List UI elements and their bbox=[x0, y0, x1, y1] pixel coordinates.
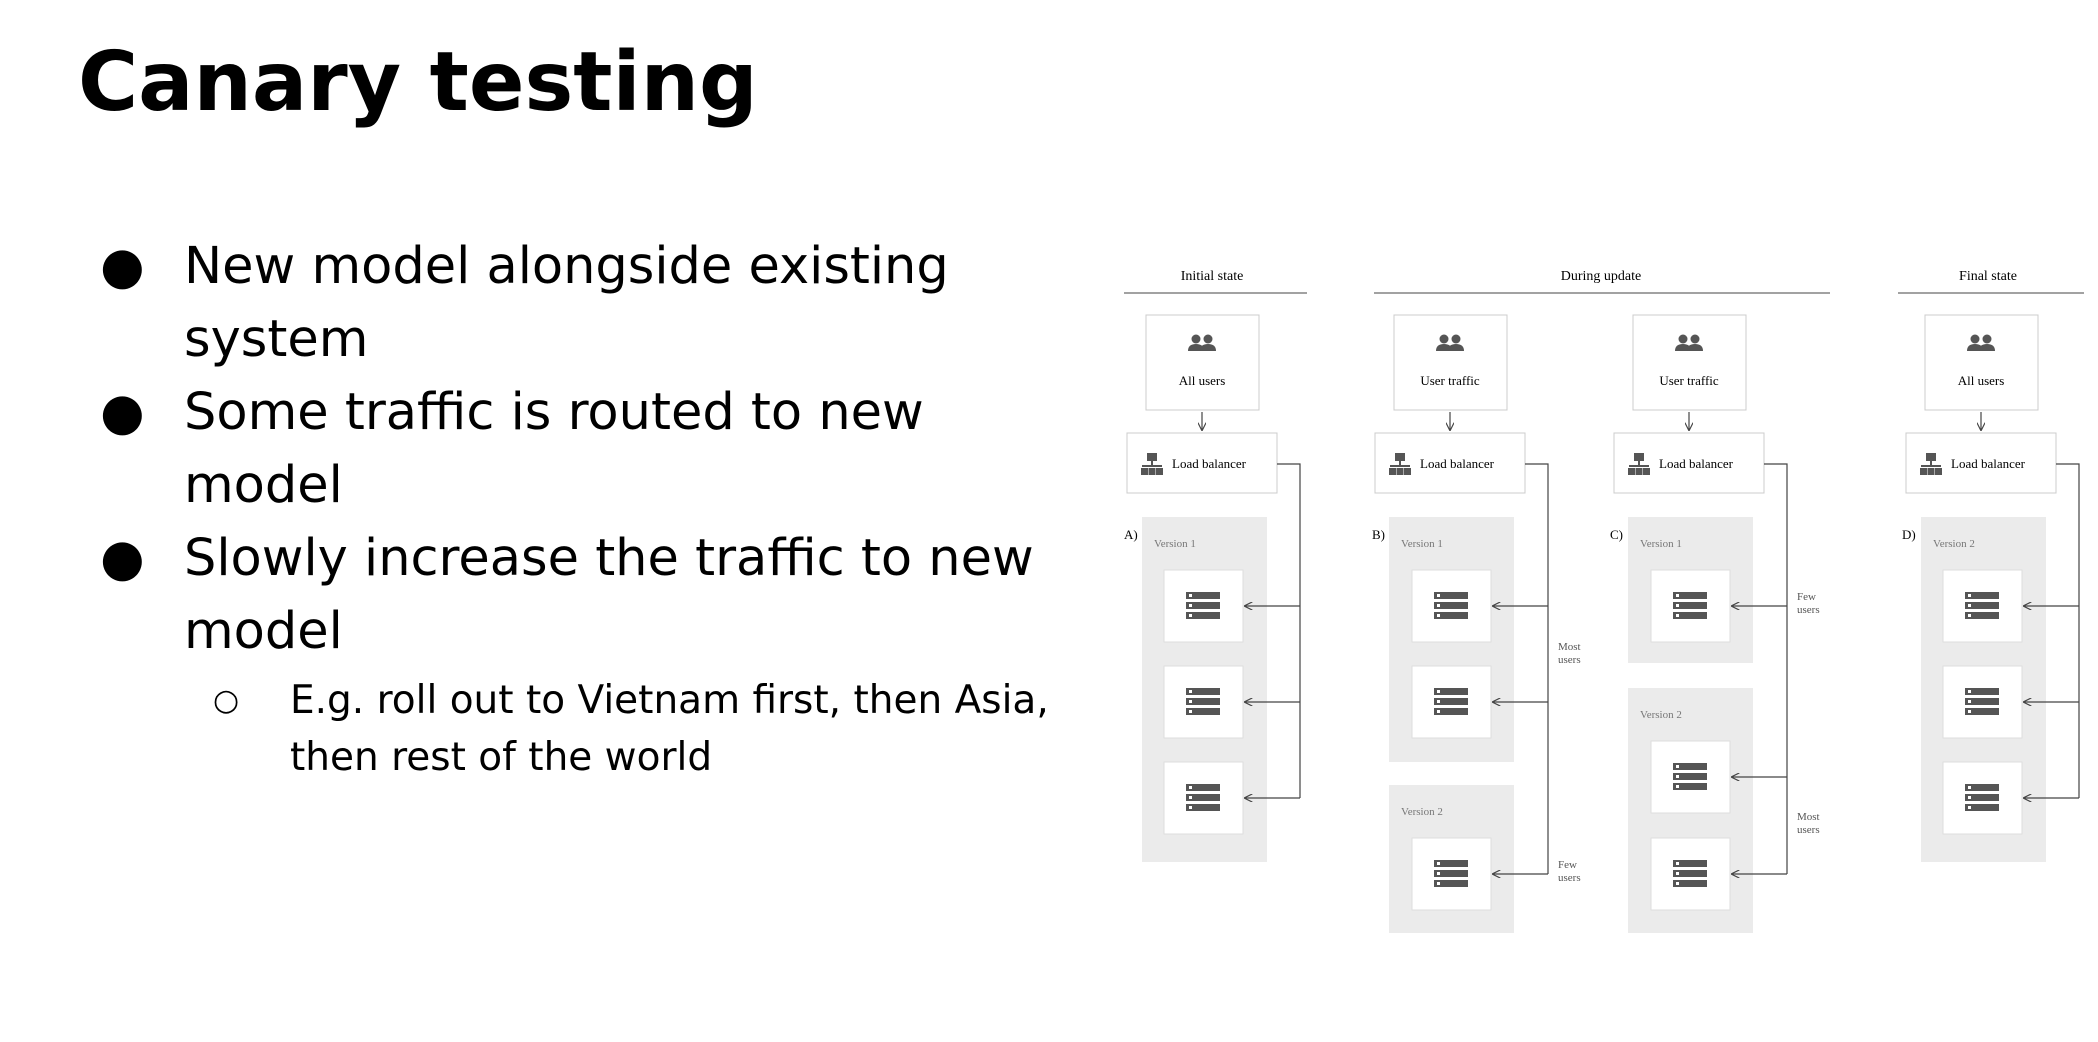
server-icon bbox=[1186, 688, 1220, 715]
users-label: User traffic bbox=[1420, 373, 1480, 388]
panel-d-final: All users Load balancer D) Version 2 bbox=[1902, 314, 2080, 862]
note-line-1: Most bbox=[1797, 811, 1820, 823]
load-balancer-label: Load balancer bbox=[1659, 456, 1734, 471]
version-label: Version 1 bbox=[1154, 538, 1196, 550]
panel-label: A) bbox=[1124, 527, 1138, 542]
users-label: User traffic bbox=[1659, 373, 1719, 388]
bullet-text: Slowly increase the traffic to new model bbox=[184, 529, 1034, 661]
load-balancer-label: Load balancer bbox=[1951, 456, 2026, 471]
users-box bbox=[1632, 314, 1747, 411]
note-line-1: Few bbox=[1558, 859, 1577, 871]
header-during-update: During update bbox=[1561, 269, 1641, 284]
server-icon bbox=[1434, 860, 1468, 887]
server-icon bbox=[1673, 763, 1707, 790]
bullet-item: ● Slowly increase the traffic to new mode… bbox=[100, 522, 1060, 668]
panel-a-initial: All users Load balancer A) Version 1 bbox=[1124, 314, 1301, 862]
server-icon bbox=[1673, 860, 1707, 887]
server-icon bbox=[1965, 784, 1999, 811]
bullet-glyph: ● bbox=[100, 237, 145, 296]
server-icon bbox=[1965, 592, 1999, 619]
header-initial-state: Initial state bbox=[1181, 269, 1244, 284]
panel-label: D) bbox=[1902, 527, 1916, 542]
load-balancer-label: Load balancer bbox=[1172, 456, 1247, 471]
server-icon bbox=[1434, 688, 1468, 715]
bullet-list: ● New model alongside existing system ● So… bbox=[100, 230, 1060, 786]
panel-b-during: User traffic Load balancer B) Version 1 … bbox=[1372, 314, 1581, 933]
server-box bbox=[1411, 837, 1492, 911]
server-icon bbox=[1186, 784, 1220, 811]
load-balancer-label: Load balancer bbox=[1420, 456, 1495, 471]
bullet-glyph: ● bbox=[100, 529, 145, 588]
users-label: All users bbox=[1179, 373, 1226, 388]
note-line-2: users bbox=[1797, 824, 1820, 836]
users-box bbox=[1145, 314, 1260, 411]
server-icon bbox=[1434, 592, 1468, 619]
server-icon bbox=[1186, 592, 1220, 619]
sub-bullet-item: ○ E.g. roll out to Vietnam first, then As… bbox=[100, 672, 1060, 786]
panel-label: C) bbox=[1610, 527, 1623, 542]
bullet-text: Some traffic is routed to new model bbox=[184, 383, 924, 515]
users-box bbox=[1393, 314, 1508, 411]
route-line bbox=[1764, 463, 1788, 874]
sub-bullet-text: E.g. roll out to Vietnam first, then Asi… bbox=[290, 678, 1049, 780]
panel-label: B) bbox=[1372, 527, 1385, 542]
server-icon bbox=[1673, 592, 1707, 619]
panel-c-during: User traffic Load balancer C) Version 1 … bbox=[1610, 314, 1820, 933]
version-label: Version 2 bbox=[1933, 538, 1975, 550]
note-line-2: users bbox=[1558, 872, 1581, 884]
note-line-2: users bbox=[1558, 654, 1581, 666]
bullet-item: ● Some traffic is routed to new model bbox=[100, 376, 1060, 522]
bullet-item: ● New model alongside existing system bbox=[100, 230, 1060, 376]
note-line-1: Few bbox=[1797, 591, 1816, 603]
sub-bullet-glyph: ○ bbox=[213, 683, 240, 718]
route-line bbox=[1277, 463, 1301, 798]
version-label: Version 2 bbox=[1640, 709, 1682, 721]
header-final-state: Final state bbox=[1959, 269, 2017, 284]
version-label: Version 1 bbox=[1640, 538, 1682, 550]
bullet-glyph: ● bbox=[100, 383, 145, 442]
route-line bbox=[2056, 463, 2080, 798]
route-line bbox=[1525, 463, 1549, 874]
note-line-2: users bbox=[1797, 604, 1820, 616]
slide-title: Canary testing bbox=[78, 35, 758, 130]
bullet-text: New model alongside existing system bbox=[184, 237, 949, 369]
version-label: Version 2 bbox=[1401, 806, 1443, 818]
users-label: All users bbox=[1958, 373, 2005, 388]
note-line-1: Most bbox=[1558, 641, 1581, 653]
users-box bbox=[1924, 314, 2039, 411]
server-icon bbox=[1965, 688, 1999, 715]
version-label: Version 1 bbox=[1401, 538, 1443, 550]
canary-deployment-diagram: Initial state During update Final state … bbox=[1124, 269, 2084, 933]
